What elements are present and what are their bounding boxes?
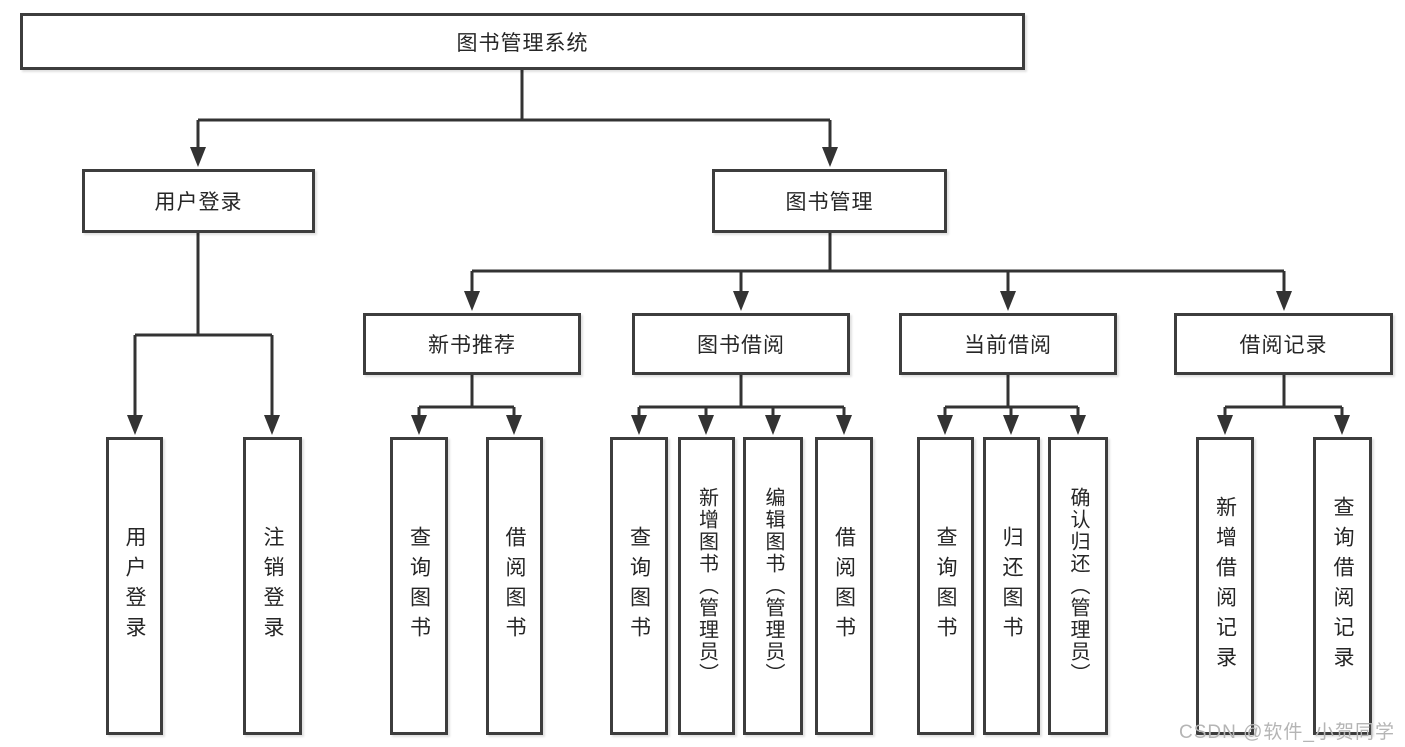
arrowhead-icon bbox=[733, 291, 749, 311]
arrowhead-icon bbox=[1070, 415, 1086, 435]
node-root: 图书管理系统 bbox=[20, 13, 1025, 70]
leaf-return-books: 归还图书 bbox=[983, 437, 1040, 735]
node-root-label: 图书管理系统 bbox=[456, 31, 589, 55]
arrowhead-icon bbox=[1276, 291, 1292, 311]
leaf-borrow-books: 借阅图书 bbox=[486, 437, 543, 735]
arrowhead-icon bbox=[127, 415, 143, 435]
arrowhead-icon bbox=[1003, 415, 1019, 435]
arrowhead-icon bbox=[765, 415, 781, 435]
node-current-borrowing: 当前借阅 bbox=[899, 313, 1117, 375]
node-borrow-records: 借阅记录 bbox=[1174, 313, 1393, 375]
leaf-label: 查询借阅记录 bbox=[1331, 496, 1354, 676]
node-book-management: 图书管理 bbox=[712, 169, 947, 233]
leaf-label: 查询图书 bbox=[407, 526, 431, 646]
arrowhead-icon bbox=[937, 415, 953, 435]
arrowhead-icon bbox=[836, 415, 852, 435]
arrowhead-icon bbox=[1217, 415, 1233, 435]
leaf-label: 注销登录 bbox=[261, 526, 284, 646]
leaf-user-login: 用户登录 bbox=[106, 437, 163, 735]
leaf-logout: 注销登录 bbox=[243, 437, 302, 735]
arrowhead-icon bbox=[264, 415, 280, 435]
arrowhead-icon bbox=[631, 415, 647, 435]
leaf-label: 新增借阅记录 bbox=[1213, 496, 1237, 676]
leaf-label: 归还图书 bbox=[1000, 526, 1023, 646]
leaf-borrow-books: 借阅图书 bbox=[815, 437, 873, 735]
leaf-query-books: 查询图书 bbox=[390, 437, 448, 735]
arrowhead-icon bbox=[411, 415, 427, 435]
leaf-label: 查询图书 bbox=[627, 526, 651, 646]
node-new-book-recommend: 新书推荐 bbox=[363, 313, 581, 375]
arrowhead-icon bbox=[698, 415, 714, 435]
connector-lines bbox=[133, 70, 1344, 421]
leaf-query-books: 查询图书 bbox=[610, 437, 668, 735]
arrowhead-icon bbox=[1334, 415, 1350, 435]
leaf-label: 确认归还（管理员） bbox=[1067, 487, 1089, 685]
leaf-label: 查询图书 bbox=[934, 526, 957, 646]
node-book-borrowing: 图书借阅 bbox=[632, 313, 850, 375]
node-label: 新书推荐 bbox=[428, 334, 516, 357]
leaf-add-books-admin: 新增图书（管理员） bbox=[678, 437, 735, 735]
csdn-watermark: CSDN @软件_小贺同学 bbox=[1179, 722, 1395, 743]
arrowhead-icon bbox=[1000, 291, 1016, 311]
node-label: 借阅记录 bbox=[1239, 334, 1328, 357]
node-label: 图书借阅 bbox=[697, 334, 785, 357]
node-label: 当前借阅 bbox=[964, 334, 1052, 357]
leaf-label: 用户登录 bbox=[123, 526, 146, 646]
leaf-query-borrow-record: 查询借阅记录 bbox=[1313, 437, 1372, 735]
leaf-query-books: 查询图书 bbox=[917, 437, 974, 735]
leaf-add-borrow-record: 新增借阅记录 bbox=[1196, 437, 1254, 735]
leaf-label: 借阅图书 bbox=[503, 526, 526, 646]
arrowhead-icon bbox=[506, 415, 522, 435]
arrowhead-icon bbox=[822, 147, 838, 167]
node-label: 用户登录 bbox=[154, 191, 243, 214]
leaf-confirm-return-admin: 确认归还（管理员） bbox=[1048, 437, 1108, 735]
arrowhead-icon bbox=[464, 291, 480, 311]
node-label: 图书管理 bbox=[785, 191, 874, 214]
leaf-edit-books-admin: 编辑图书（管理员） bbox=[743, 437, 803, 735]
arrowhead-icon bbox=[190, 147, 206, 167]
leaf-label: 借阅图书 bbox=[832, 526, 856, 646]
leaf-label: 新增图书（管理员） bbox=[695, 487, 718, 685]
leaf-label: 编辑图书（管理员） bbox=[762, 487, 784, 685]
node-user-login: 用户登录 bbox=[82, 169, 315, 233]
